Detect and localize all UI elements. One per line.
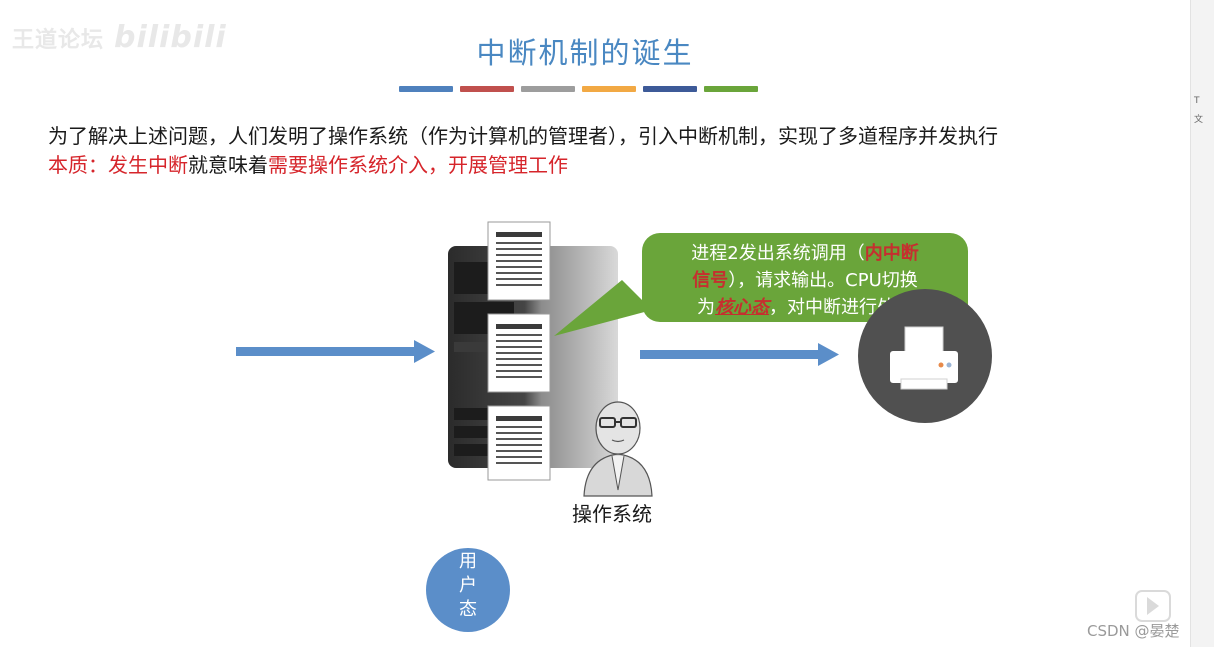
intro-text: 为了解决上述问题，人们发明了操作系统（作为计算机的管理者），引入中断机制，实现了… xyxy=(48,124,998,148)
right-edge-panel xyxy=(1190,0,1214,647)
title-underline-bar xyxy=(582,86,636,92)
csdn-watermark: CSDN @晏楚 xyxy=(1087,622,1180,640)
title-underline-bar xyxy=(460,86,514,92)
callout-text-3: 为 xyxy=(697,297,715,318)
bubble-pointer xyxy=(554,280,652,336)
play-icon[interactable] xyxy=(1135,590,1171,622)
callout-highlight-1: 内中断 xyxy=(864,243,919,264)
callout-highlight-2: 信号 xyxy=(692,270,729,291)
callout-text-1: 进程2发出系统调用（ xyxy=(691,243,865,264)
syscall-callout-text: 进程2发出系统调用（内中断 信号），请求输出。CPU切换 为核心态，对中断进行处… xyxy=(655,240,955,321)
user-mode-char: 态 xyxy=(459,599,477,620)
callout-text-2: ），请求输出。CPU切换 xyxy=(728,270,918,291)
essence-part-1: 本质：发生中断 xyxy=(48,153,188,177)
edge-label: 文 xyxy=(1194,115,1204,125)
arrow-right-icon xyxy=(640,343,839,366)
watermark-brand: bilibili xyxy=(114,20,227,55)
user-mode-char: 户 xyxy=(459,575,477,596)
user-mode-badge: 用 户 态 xyxy=(426,548,510,632)
title-underline-bar xyxy=(521,86,575,92)
document-icon xyxy=(487,221,551,301)
document-icon xyxy=(487,405,551,481)
essence-part-2: 就意味着 xyxy=(188,153,268,177)
essence-text: 本质：发生中断就意味着需要操作系统介入，开展管理工作 xyxy=(48,149,568,178)
slide-title: 中断机制的诞生 xyxy=(476,36,694,70)
title-underline-bar xyxy=(399,86,453,92)
title-underline-bar xyxy=(643,86,697,92)
printer-icon xyxy=(890,326,958,390)
user-mode-char: 用 xyxy=(459,551,477,572)
person-icon xyxy=(583,401,653,497)
essence-part-3: 需要操作系统介入，开展管理工作 xyxy=(268,153,568,177)
server-icon xyxy=(448,221,618,481)
callout-highlight-3: 核心态 xyxy=(715,297,769,318)
arrow-right-icon xyxy=(236,340,435,363)
document-icon xyxy=(487,313,551,393)
edge-label: T xyxy=(1194,96,1200,106)
os-label: 操作系统 xyxy=(572,502,652,526)
title-underline-bar xyxy=(704,86,758,92)
bilibili-watermark: 王道论坛 bilibili xyxy=(12,20,227,55)
watermark-text: 王道论坛 xyxy=(12,28,105,53)
